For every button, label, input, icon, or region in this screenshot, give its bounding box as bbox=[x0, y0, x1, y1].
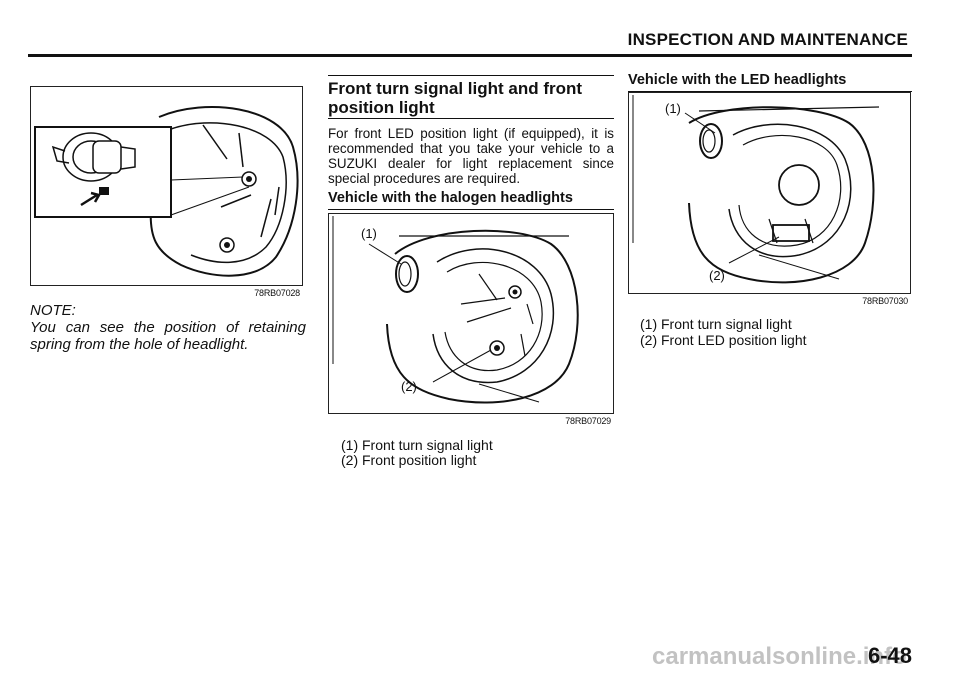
halogen-legend-1: (1) Front turn signal light bbox=[341, 437, 493, 453]
halogen-label-2: (2) bbox=[401, 379, 417, 394]
section-body: For front LED position light (if equippe… bbox=[328, 126, 614, 186]
header-rule bbox=[28, 54, 912, 57]
led-headlight-illustration bbox=[632, 95, 880, 284]
section-title: Front turn signal light and front positi… bbox=[328, 79, 583, 117]
headlight-spring-figure: 78RB07028 bbox=[30, 86, 303, 298]
led-headlight-figure: (1) (2) 78RB07030 bbox=[628, 92, 911, 306]
led-subheading: Vehicle with the LED headlights bbox=[628, 72, 847, 88]
halogen-subheading-rule bbox=[328, 209, 614, 210]
halogen-subheading: Vehicle with the halogen headlights bbox=[328, 190, 573, 206]
halogen-headlight-illustration bbox=[332, 216, 579, 404]
watermark: carmanualsonline.info bbox=[652, 643, 907, 670]
section-bottom-rule bbox=[328, 118, 614, 119]
figure-code: 78RB07028 bbox=[254, 288, 300, 298]
figure-code: 78RB07030 bbox=[862, 296, 908, 306]
headlight-spring-illustration bbox=[34, 106, 299, 277]
halogen-label-1: (1) bbox=[361, 226, 377, 241]
halogen-headlight-figure: (1) (2) 78RB07029 bbox=[328, 213, 614, 426]
section-top-rule bbox=[328, 75, 614, 76]
led-legend-2: (2) Front LED position light bbox=[640, 332, 807, 348]
page-header-title: INSPECTION AND MAINTENANCE bbox=[627, 30, 908, 49]
halogen-legend-2: (2) Front position light bbox=[341, 452, 477, 468]
led-label-1: (1) bbox=[665, 101, 681, 116]
led-legend-1: (1) Front turn signal light bbox=[640, 316, 792, 332]
figure-code: 78RB07029 bbox=[565, 416, 611, 426]
led-subheading-rule bbox=[628, 91, 912, 92]
led-label-2: (2) bbox=[709, 268, 725, 283]
note-label: NOTE: bbox=[30, 302, 76, 319]
page-number: 6-48 bbox=[867, 643, 912, 668]
note-text: You can see the position of retaining sp… bbox=[30, 319, 306, 353]
